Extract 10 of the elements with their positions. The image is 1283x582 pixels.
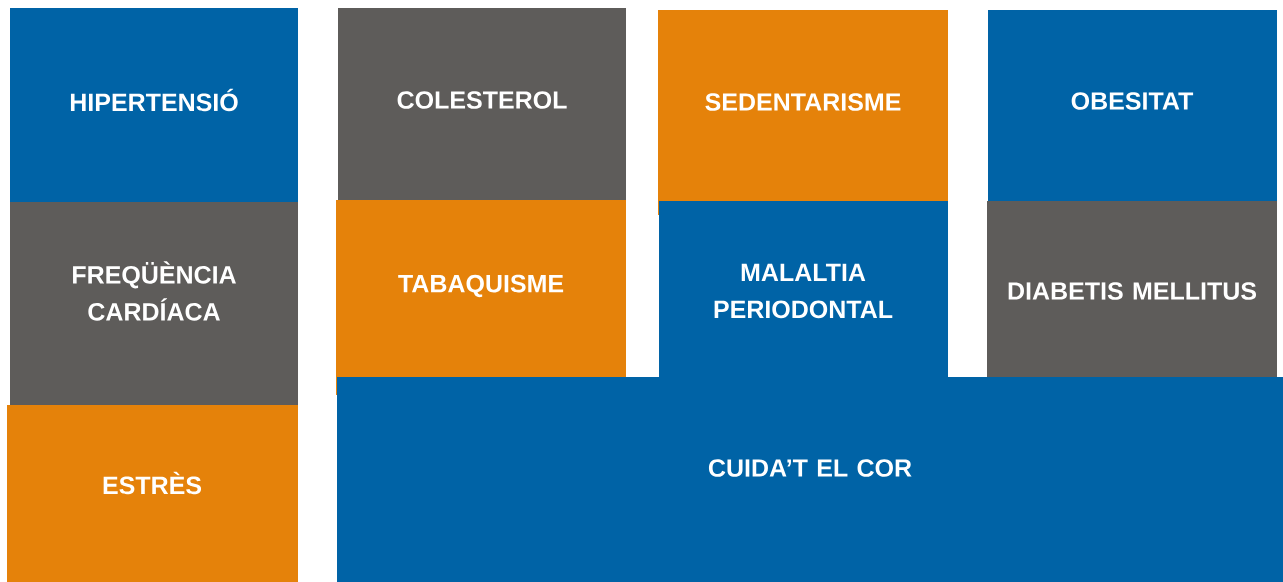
factor-box: MALALTIA PERIODONTAL [659, 201, 948, 378]
factor-box: FREQÜÈNCIA CARDÍACA [10, 202, 298, 408]
node-label: MALALTIA PERIODONTAL [714, 263, 893, 319]
factor-box: TABAQUISME [336, 200, 626, 395]
factor-box: OBESITAT [988, 10, 1277, 202]
factor-box: COLESTEROL [338, 8, 626, 200]
factor-box: SEDENTARISME [658, 10, 948, 215]
factor-box: ESTRÈS [7, 405, 298, 582]
factor-box: DIABETIS MELLITUS [987, 201, 1277, 378]
factor-box: HIPERTENSIÓ [10, 8, 298, 202]
